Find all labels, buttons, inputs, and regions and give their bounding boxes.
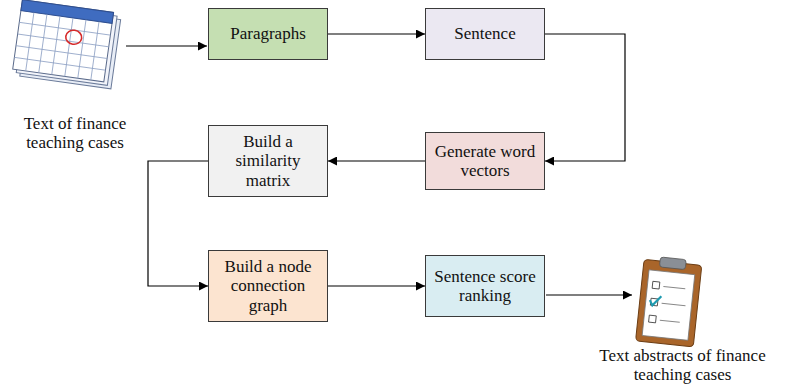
box-text: Build a node connection graph: [215, 257, 321, 314]
box-text: Sentence score ranking: [432, 267, 538, 305]
box-text: Paragraphs: [230, 24, 306, 43]
process-box: Sentence: [425, 8, 545, 60]
output-arrow: [546, 294, 632, 295]
input-arrow: [126, 45, 207, 46]
flow-arrow: [148, 161, 208, 286]
box-text: Build a similarity matrix: [215, 132, 321, 189]
process-box: Sentence score ranking: [425, 255, 545, 317]
process-box: Paragraphs: [208, 8, 328, 60]
input-caption: Text of finance teaching cases: [8, 114, 142, 152]
box-text: Generate word vectors: [432, 142, 538, 180]
box-text: Sentence: [454, 24, 515, 43]
clipboard-icon: [636, 255, 703, 347]
process-box: Build a similarity matrix: [208, 125, 328, 197]
flow-arrow: [328, 285, 425, 286]
flow-arrow: [328, 33, 425, 34]
flow-arrow: [328, 160, 425, 161]
output-caption: Text abstracts of finance teaching cases: [585, 346, 780, 384]
calendar-icon: [12, 0, 122, 89]
flow-arrow: [545, 34, 625, 161]
process-box: Generate word vectors: [425, 132, 545, 190]
process-box: Build a node connection graph: [208, 250, 328, 322]
